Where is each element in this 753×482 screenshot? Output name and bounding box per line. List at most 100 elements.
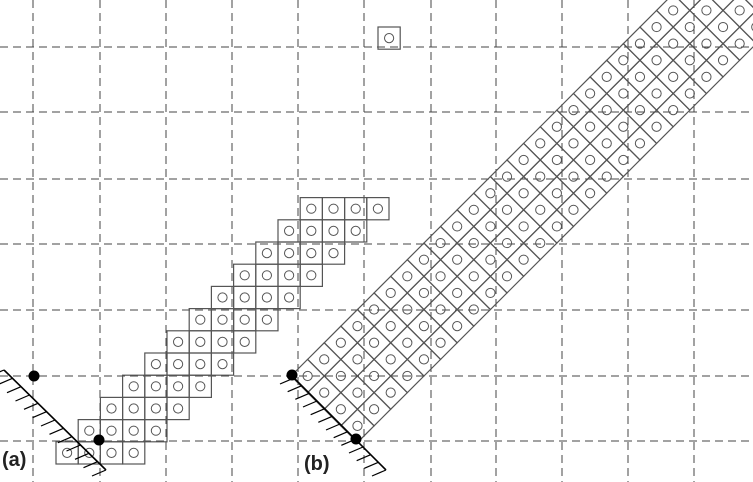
panel-b-rotated-structure: [290, 0, 753, 444]
cap-cell-circle: [384, 33, 395, 44]
cell: [99, 396, 124, 421]
cell: [277, 241, 301, 265]
cell-circle: [239, 336, 250, 347]
cell: [711, 0, 735, 12]
cell: [506, 175, 542, 211]
cell: [255, 263, 279, 288]
cell-circle: [352, 354, 363, 365]
support-pin: [28, 370, 40, 382]
cell-circle: [402, 370, 413, 382]
cell-circle: [568, 138, 579, 149]
cell-circle: [585, 154, 596, 166]
cell-circle: [468, 304, 479, 315]
cell: [456, 225, 492, 261]
cell-circle: [634, 38, 646, 49]
cell-circle: [485, 221, 496, 232]
cell: [144, 396, 168, 421]
cell-circle: [284, 225, 295, 236]
cell-circle: [150, 403, 161, 414]
cell: [366, 197, 390, 221]
cell-circle: [568, 171, 579, 182]
cell: [678, 0, 702, 12]
cell-circle: [328, 203, 339, 214]
cell-circle: [485, 287, 496, 299]
cell-circle: [385, 387, 396, 398]
cell-circle: [435, 271, 446, 282]
cell-circle: [452, 287, 463, 299]
cell-circle: [261, 292, 272, 303]
cell: [506, 142, 542, 178]
ground-hatch: [333, 431, 348, 439]
cell: [439, 275, 475, 311]
cell: [423, 258, 459, 294]
cell-circle: [585, 188, 596, 199]
cell: [144, 352, 168, 376]
cell-circle: [518, 221, 529, 232]
cell: [233, 330, 257, 354]
cell: [605, 109, 641, 145]
ground-hatch: [310, 408, 325, 416]
panel-a-label: (a): [2, 449, 27, 471]
cell-circle: [306, 248, 317, 259]
cell: [99, 441, 124, 465]
cell: [406, 308, 442, 344]
cell-circle: [551, 221, 562, 232]
cell-circle: [306, 225, 317, 236]
cell-circle: [717, 55, 729, 66]
cell-circle: [668, 38, 679, 49]
cell: [373, 308, 409, 344]
support-pin: [350, 433, 362, 445]
cell-circle: [352, 387, 363, 398]
cell-circle: [350, 203, 361, 214]
cell-circle: [372, 203, 383, 214]
cell: [688, 0, 724, 28]
cell: [188, 352, 212, 376]
cell-circle: [668, 105, 679, 116]
cell-circle: [368, 304, 380, 315]
cell-circle: [284, 292, 295, 303]
cell: [356, 325, 392, 361]
cell-circle: [568, 204, 579, 215]
cell: [522, 159, 558, 195]
cell: [655, 0, 691, 28]
cell: [144, 419, 168, 443]
ground-hatch: [0, 377, 13, 385]
cell-circle: [701, 38, 712, 49]
cell: [306, 375, 342, 411]
cell-circle: [106, 403, 117, 414]
cell-circle: [485, 254, 496, 265]
cell: [705, 42, 741, 78]
cell: [323, 325, 359, 361]
cell-circle: [173, 403, 184, 414]
cell: [589, 59, 625, 95]
cell: [144, 374, 168, 399]
cell-circle: [684, 21, 695, 33]
ground-hatch: [295, 392, 310, 400]
cell-circle: [601, 71, 612, 82]
cell: [321, 241, 346, 265]
cell-circle: [734, 38, 745, 49]
ground-hatch: [6, 386, 22, 394]
cell-circle: [302, 370, 313, 382]
cell: [121, 419, 146, 443]
cell-circle: [173, 359, 184, 370]
cell-circle: [518, 254, 529, 265]
cell-circle: [239, 292, 250, 303]
panel-b-label: (b): [304, 453, 330, 475]
cell-circle: [535, 171, 546, 182]
cell-circle: [261, 270, 272, 281]
ground-hatch: [318, 415, 333, 423]
cell-circle: [402, 337, 413, 348]
cell: [166, 352, 190, 376]
cell: [55, 441, 79, 465]
cell-circle: [452, 321, 463, 332]
cell: [489, 192, 525, 228]
cell: [210, 330, 235, 354]
ground-hatch: [74, 452, 90, 460]
ground-hatch: [325, 423, 341, 431]
ground-hatch: [32, 411, 47, 419]
cell-circle: [217, 336, 228, 347]
cell: [188, 308, 212, 332]
cell: [655, 59, 691, 95]
